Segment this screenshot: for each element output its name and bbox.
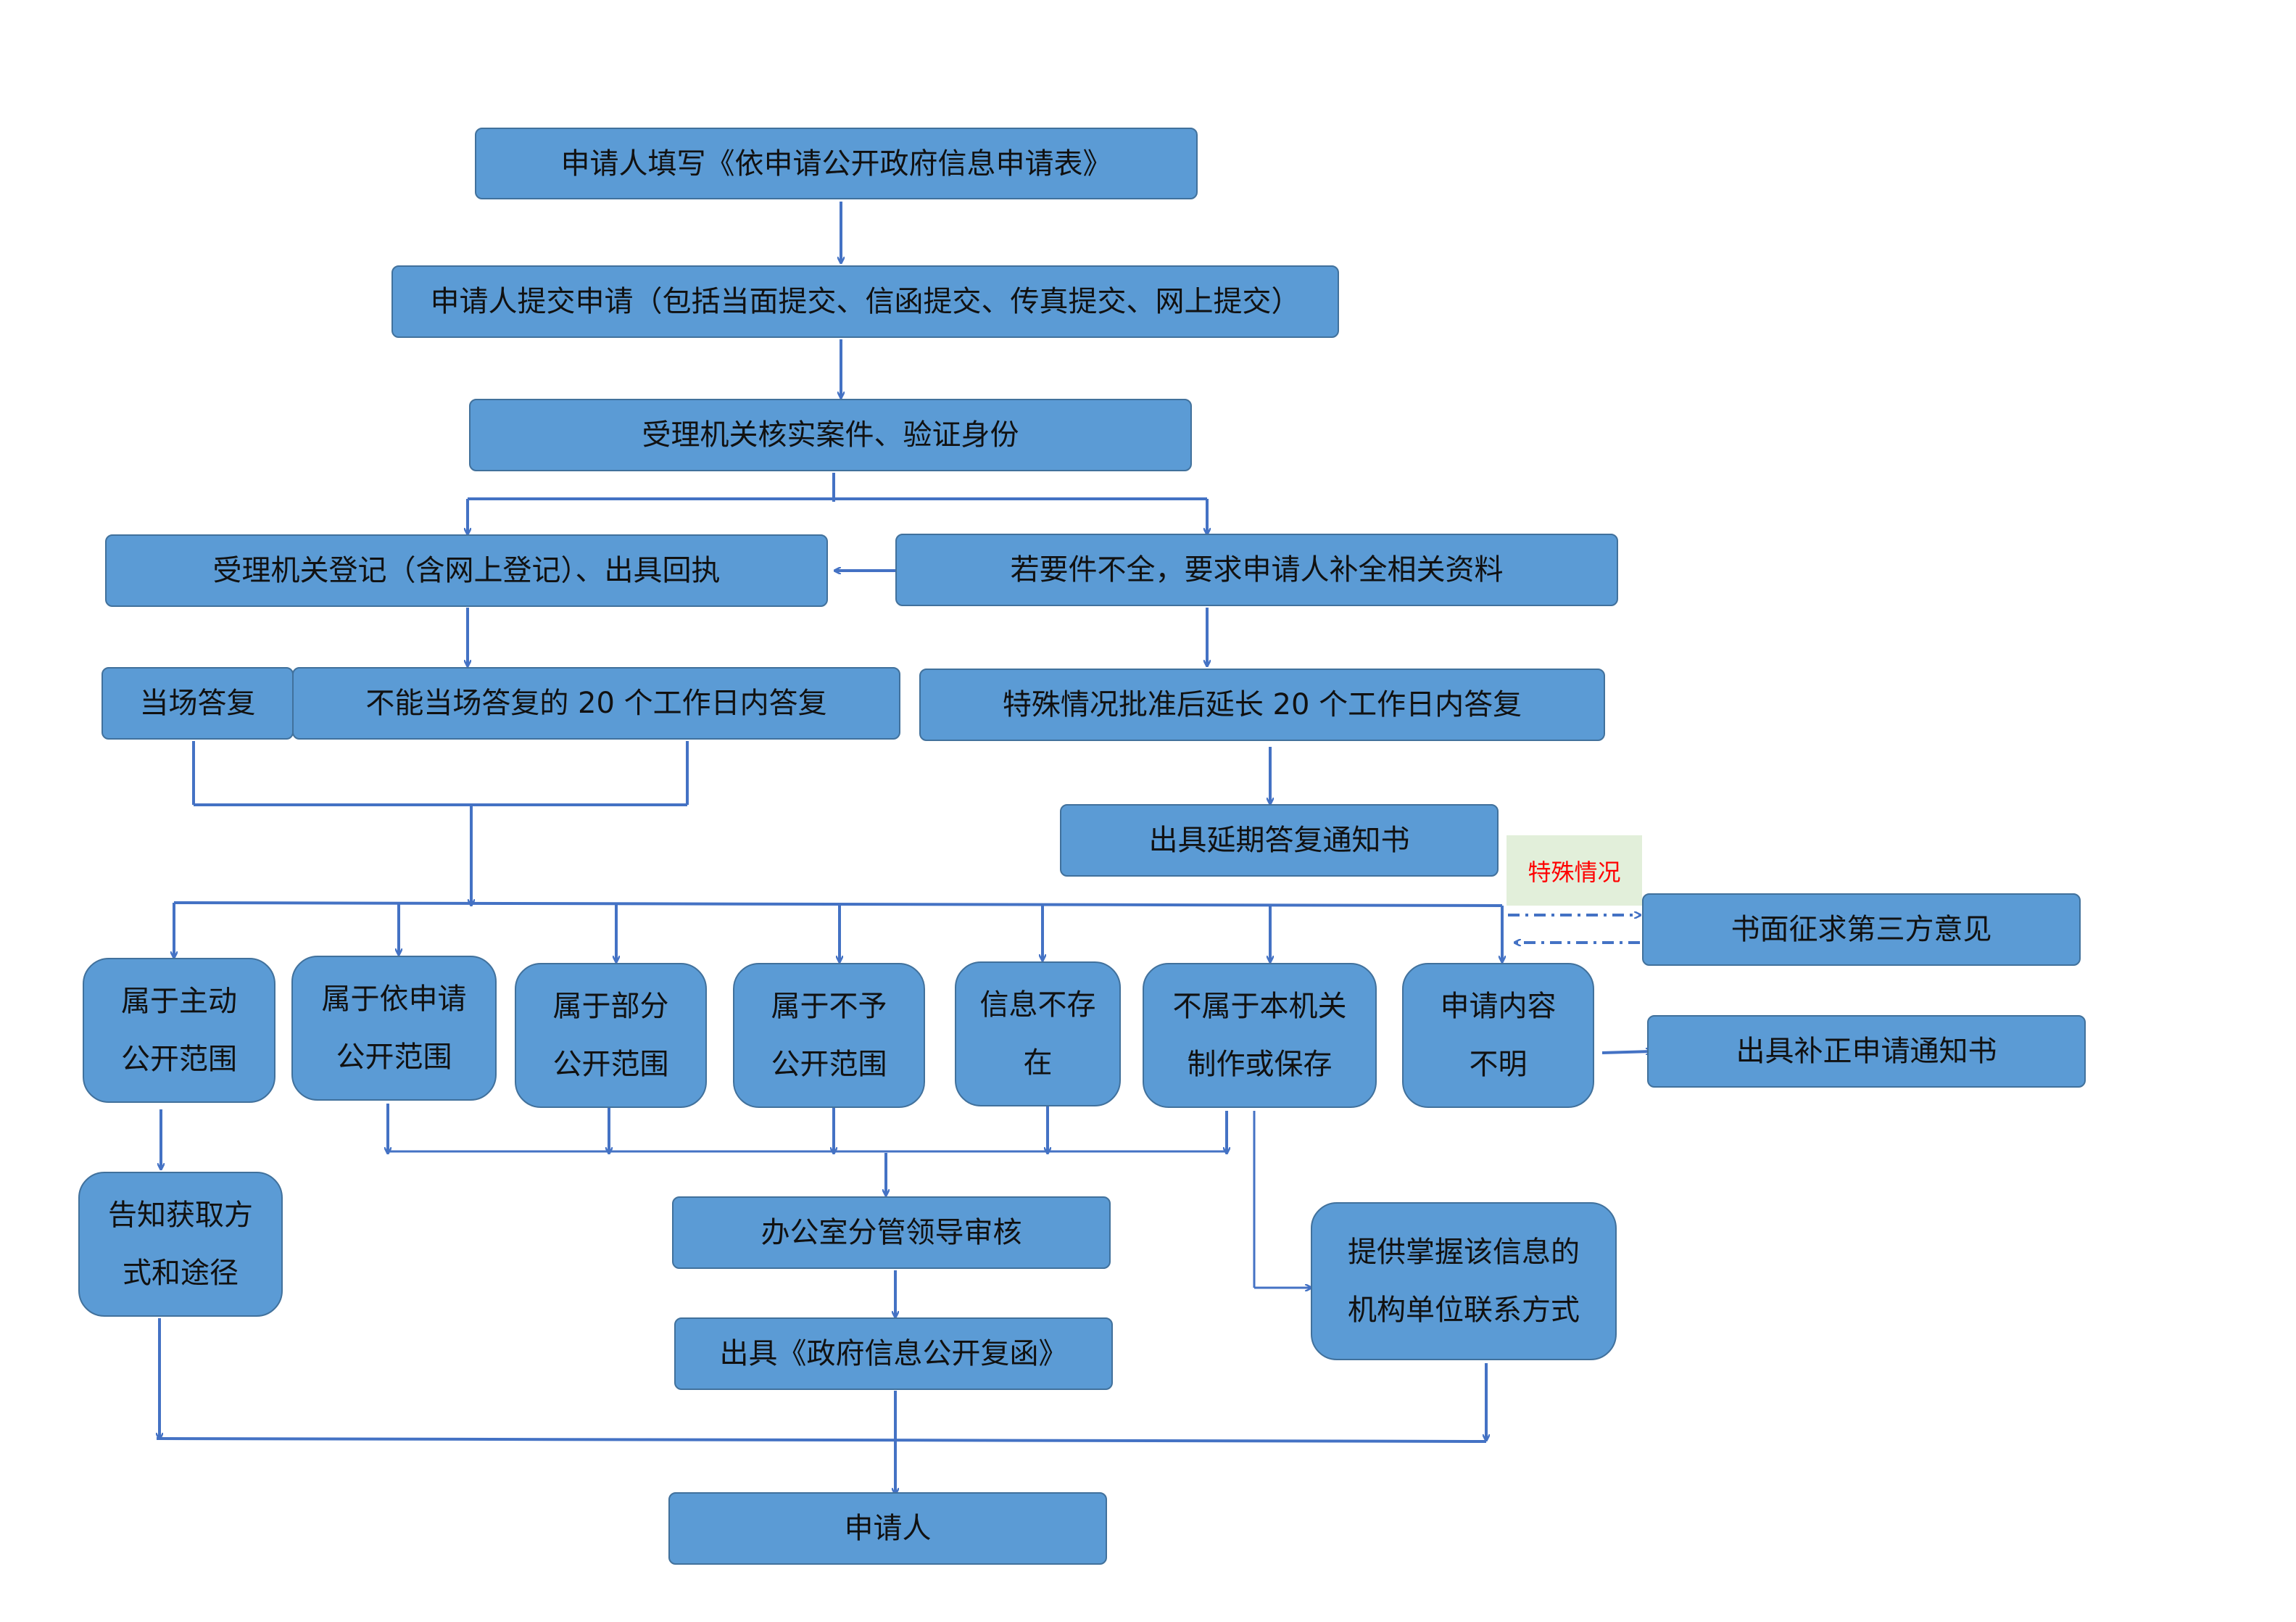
extend-20days-step: 特殊情况批准后延长 20 个工作日内答复 <box>919 669 1605 741</box>
office-review-step: 办公室分管领导审核 <box>672 1196 1111 1269</box>
reply-20days-label: 不能当场答复的 20 个工作日内答复 <box>365 687 827 720</box>
verify-label: 受理机关核实案件、验证身份 <box>642 418 1019 452</box>
category-not-public-line1: 属于不予 <box>771 990 887 1023</box>
category-active-public: 属于主动 公开范围 <box>83 958 275 1103</box>
category-active-line2: 公开范围 <box>121 1043 237 1076</box>
category-not-agency-line2: 制作或保存 <box>1187 1048 1333 1081</box>
delay-notice-label: 出具延期答复通知书 <box>1148 824 1410 857</box>
category-not-agency: 不属于本机关 制作或保存 <box>1143 963 1377 1108</box>
submit-label: 申请人提交申请（包括当面提交、信函提交、传真提交、网上提交） <box>430 285 1301 318</box>
incomplete-step: 若要件不全，要求申请人补全相关资料 <box>895 534 1618 606</box>
verify-step: 受理机关核实案件、验证身份 <box>469 399 1192 471</box>
reply-spot-label: 当场答复 <box>139 687 256 720</box>
submit-step: 申请人提交申请（包括当面提交、信函提交、传真提交、网上提交） <box>391 265 1339 338</box>
category-not-exist: 信息不存 在 <box>955 961 1121 1106</box>
category-unclear-content: 申请内容 不明 <box>1402 963 1594 1108</box>
third-party-step: 书面征求第三方意见 <box>1642 893 2081 966</box>
inform-method-line2: 式和途径 <box>123 1257 239 1290</box>
inform-method-step: 告知获取方 式和途径 <box>78 1172 283 1317</box>
register-step: 受理机关登记（含网上登记）、出具回执 <box>105 534 828 607</box>
provide-contact-line2: 机构单位联系方式 <box>1348 1294 1580 1327</box>
incomplete-label: 若要件不全，要求申请人补全相关资料 <box>1010 553 1504 587</box>
provide-contact-line1: 提供掌握该信息的 <box>1348 1236 1580 1269</box>
reply-20days-step: 不能当场答复的 20 个工作日内答复 <box>292 667 900 740</box>
category-active-line1: 属于主动 <box>121 985 237 1018</box>
issue-reply-step: 出具《政府信息公开复函》 <box>674 1317 1113 1390</box>
category-not-public: 属于不予 公开范围 <box>733 963 925 1108</box>
special-case-tag: 特殊情况 <box>1507 835 1642 906</box>
correction-notice-label: 出具补正申请通知书 <box>1736 1035 1997 1068</box>
extend-20days-label: 特殊情况批准后延长 20 个工作日内答复 <box>1002 688 1522 721</box>
special-case-label: 特殊情况 <box>1528 858 1621 886</box>
provide-contact-step: 提供掌握该信息的 机构单位联系方式 <box>1311 1202 1617 1360</box>
fill-form-label: 申请人填写《依申请公开政府信息申请表》 <box>560 146 1112 181</box>
applicant-step: 申请人 <box>668 1492 1107 1565</box>
category-unclear-line1: 申请内容 <box>1440 990 1557 1023</box>
category-request-line2: 公开范围 <box>336 1040 452 1074</box>
applicant-label: 申请人 <box>844 1512 932 1545</box>
issue-reply-label: 出具《政府信息公开复函》 <box>719 1337 1068 1370</box>
category-partial-line1: 属于部分 <box>552 990 669 1023</box>
delay-notice-step: 出具延期答复通知书 <box>1060 804 1499 877</box>
fill-form-step: 申请人填写《依申请公开政府信息申请表》 <box>475 128 1198 199</box>
inform-method-line1: 告知获取方 <box>108 1199 253 1232</box>
category-not-exist-line1: 信息不存 <box>979 988 1096 1022</box>
category-not-agency-line1: 不属于本机关 <box>1172 990 1347 1023</box>
category-not-public-line2: 公开范围 <box>771 1048 887 1081</box>
category-request-line1: 属于依申请 <box>321 982 467 1016</box>
category-partial-line2: 公开范围 <box>552 1048 669 1081</box>
category-request-public: 属于依申请 公开范围 <box>291 956 497 1101</box>
third-party-label: 书面征求第三方意见 <box>1731 913 1992 946</box>
category-not-exist-line2: 在 <box>1023 1046 1053 1080</box>
reply-spot-step: 当场答复 <box>101 667 294 740</box>
register-label: 受理机关登记（含网上登记）、出具回执 <box>212 554 721 587</box>
category-unclear-line2: 不明 <box>1469 1048 1528 1081</box>
correction-notice-step: 出具补正申请通知书 <box>1647 1015 2086 1088</box>
category-partial-public: 属于部分 公开范围 <box>515 963 707 1108</box>
office-review-label: 办公室分管领导审核 <box>761 1216 1022 1249</box>
